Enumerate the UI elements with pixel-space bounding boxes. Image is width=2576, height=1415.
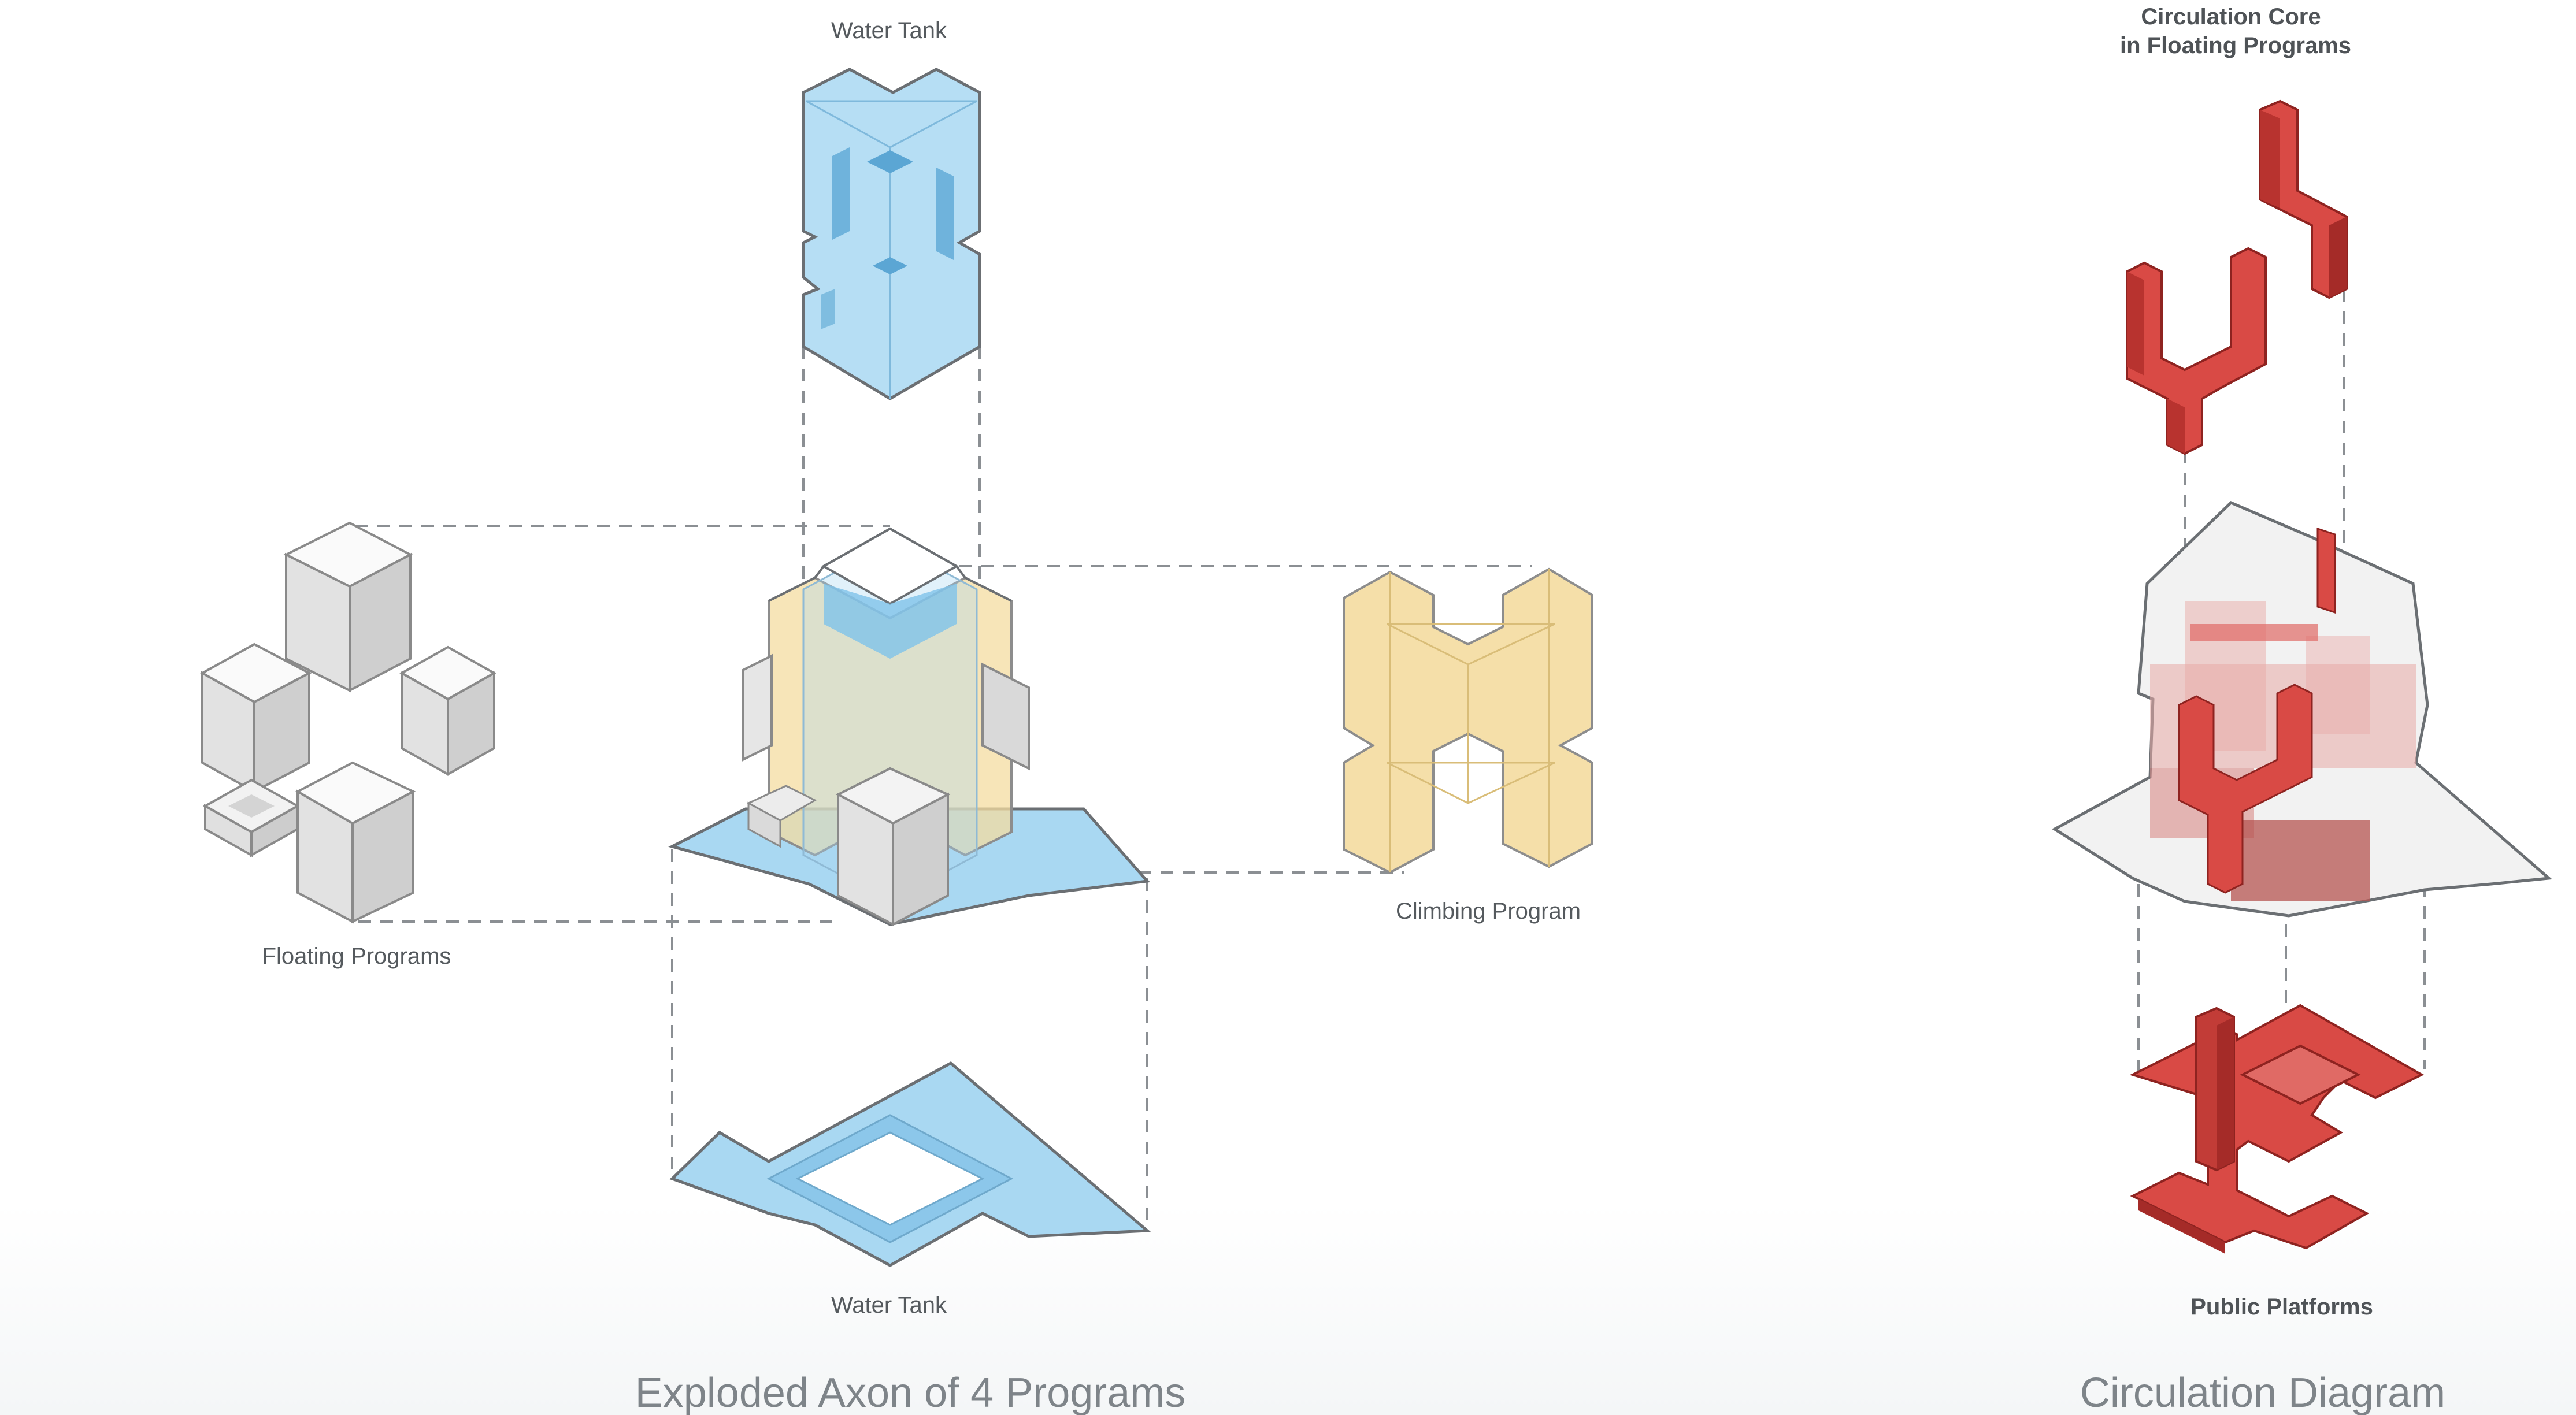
label-circulation-core-line1: Circulation Core <box>2141 4 2321 29</box>
circulation-assembly <box>2052 501 2553 918</box>
central-assembly <box>668 527 1151 927</box>
public-platforms <box>2129 1004 2425 1254</box>
floating-programs <box>199 521 497 924</box>
label-floating-programs: Floating Programs <box>262 944 451 969</box>
label-public-platforms: Public Platforms <box>2190 1294 2373 1320</box>
projection-lines <box>355 289 2426 1225</box>
water-tank-top <box>802 68 981 400</box>
label-climbing-program: Climbing Program <box>1396 898 1581 924</box>
title-exploded-axon: Exploded Axon of 4 Programs <box>635 1370 1186 1415</box>
climbing-program <box>1343 567 1593 874</box>
label-circulation-core-line2: in Floating Programs <box>2120 33 2351 58</box>
circulation-core <box>2126 99 2348 455</box>
title-circulation-diagram: Circulation Diagram <box>2080 1370 2445 1415</box>
label-water-tank-bottom: Water Tank <box>831 1293 947 1318</box>
water-tank-bottom <box>669 1061 1151 1267</box>
label-water-tank-top: Water Tank <box>831 18 947 43</box>
